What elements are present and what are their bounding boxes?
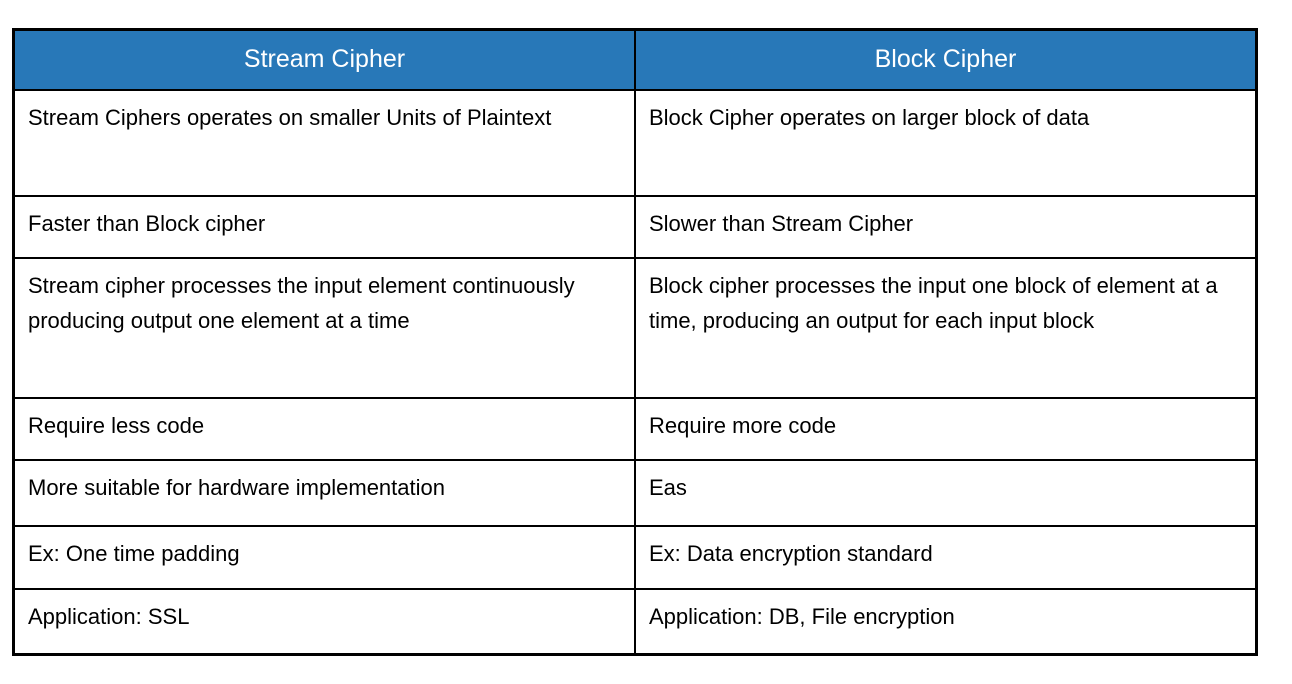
block-cipher-application-cell: Application: DB, File encryption (634, 587, 1258, 656)
stream-cipher-example-cell: Ex: One time padding (12, 524, 636, 590)
table-row-application: Application: SSL Application: DB, File e… (12, 587, 1258, 656)
table-row-code: Require less code Require more code (12, 396, 1258, 461)
stream-cipher-speed-cell: Faster than Block cipher (12, 194, 636, 259)
stream-cipher-code-cell: Require less code (12, 396, 636, 461)
column-header-block-cipher: Block Cipher (634, 28, 1258, 91)
stream-cipher-implementation-cell: More suitable for hardware implementatio… (12, 458, 636, 527)
column-header-stream-cipher: Stream Cipher (12, 28, 636, 91)
block-cipher-speed-cell: Slower than Stream Cipher (634, 194, 1258, 259)
stream-cipher-application-cell: Application: SSL (12, 587, 636, 656)
stream-cipher-processing-cell: Stream cipher processes the input elemen… (12, 256, 636, 399)
table-row-processing: Stream cipher processes the input elemen… (12, 256, 1258, 399)
table-header-row: Stream Cipher Block Cipher (12, 28, 1258, 91)
block-cipher-operates-cell: Block Cipher operates on larger block of… (634, 88, 1258, 197)
block-cipher-code-cell: Require more code (634, 396, 1258, 461)
table-row-operates: Stream Ciphers operates on smaller Units… (12, 88, 1258, 197)
stream-cipher-operates-cell: Stream Ciphers operates on smaller Units… (12, 88, 636, 197)
table-row-speed: Faster than Block cipher Slower than Str… (12, 194, 1258, 259)
block-cipher-example-cell: Ex: Data encryption standard (634, 524, 1258, 590)
table-row-example: Ex: One time padding Ex: Data encryption… (12, 524, 1258, 590)
block-cipher-processing-cell: Block cipher processes the input one blo… (634, 256, 1258, 399)
cipher-comparison-table: Stream Cipher Block Cipher Stream Cipher… (12, 28, 1258, 656)
table-row-implementation: More suitable for hardware implementatio… (12, 458, 1258, 527)
block-cipher-implementation-cell: Eas (634, 458, 1258, 527)
